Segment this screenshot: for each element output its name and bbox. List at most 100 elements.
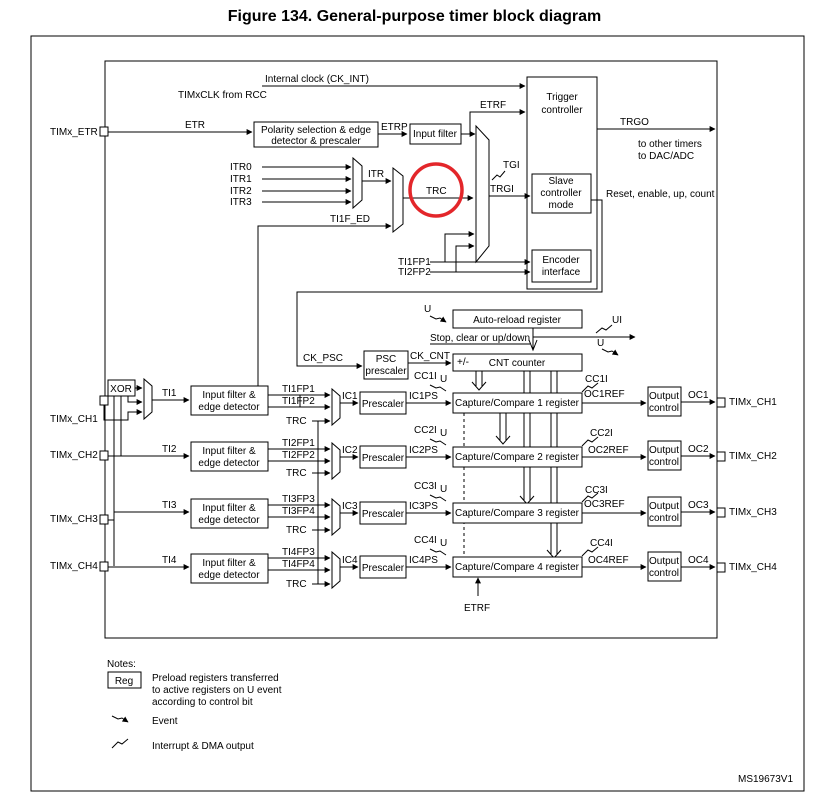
ck-psc-line bbox=[296, 199, 603, 369]
u4-label: U bbox=[440, 538, 447, 549]
trc-ch4-label: TRC bbox=[286, 579, 307, 590]
itr3-label: ITR3 bbox=[230, 197, 252, 208]
input-filter-ch1-label-1: Input filter & bbox=[202, 390, 256, 401]
itr0-label: ITR0 bbox=[230, 162, 252, 173]
cc1i-out-label: CC1I bbox=[585, 374, 608, 385]
channel-3: TIMx_CH3 TI3 Input filter & edge detecto… bbox=[50, 481, 777, 537]
ti3fp4-ch-label: TI3FP4 bbox=[282, 506, 315, 517]
pin-ch2-label: TIMx_CH2 bbox=[50, 450, 98, 461]
ui-interrupt-icon bbox=[595, 324, 613, 334]
input-filter-ch4-label-1: Input filter & bbox=[202, 558, 256, 569]
ti3-label: TI3 bbox=[162, 500, 177, 511]
output-control-ch4-label-1: Output bbox=[649, 556, 679, 567]
output-control-ch2 bbox=[647, 440, 682, 471]
pin-ch3-out-label: TIMx_CH3 bbox=[729, 507, 777, 518]
trgo-dest-1: to other timers bbox=[638, 139, 702, 150]
input-filter-ch3-label-1: Input filter & bbox=[202, 503, 256, 514]
input-filter-ch1 bbox=[190, 385, 269, 416]
oc1-label: OC1 bbox=[688, 390, 709, 401]
trc-mux bbox=[392, 166, 404, 234]
prescaler-ch2-label: Prescaler bbox=[362, 453, 405, 464]
encoder-label-1: Encoder bbox=[542, 255, 580, 266]
slave-controller-box bbox=[531, 173, 592, 214]
pin-ch4-label: TIMx_CH4 bbox=[50, 561, 98, 572]
cc3i-in-label: CC3I bbox=[414, 481, 437, 492]
polarity-box bbox=[253, 121, 379, 148]
etrf-line bbox=[461, 109, 526, 135]
tgi-arrow-icon bbox=[491, 170, 506, 181]
etrf-bottom-label: ETRF bbox=[464, 603, 490, 614]
trc-ch1-label: TRC bbox=[286, 416, 307, 427]
itr-inputs bbox=[262, 164, 352, 205]
input-filter-ch4-label-2: edge detector bbox=[198, 570, 260, 581]
ccr2-label: Capture/Compare 2 register bbox=[455, 452, 580, 463]
ic1-mux bbox=[331, 387, 341, 427]
pin-ch4 bbox=[99, 561, 109, 572]
trgi-label: TRGI bbox=[490, 184, 514, 195]
input-filter-ch2-label-2: edge detector bbox=[198, 458, 260, 469]
ti2fp1-ch-label: TI2FP1 bbox=[282, 438, 315, 449]
pin-etr-label: TIMx_ETR bbox=[50, 127, 98, 138]
ic4-mux bbox=[331, 550, 341, 590]
ccr1-label: Capture/Compare 1 register bbox=[455, 398, 580, 409]
reg-desc-3: according to control bit bbox=[152, 697, 253, 708]
timer-frame bbox=[104, 60, 718, 639]
polarity-label-2: detector & prescaler bbox=[271, 136, 361, 147]
ti2-label: TI2 bbox=[162, 444, 177, 455]
ic2-mux bbox=[331, 441, 341, 481]
cc1i-in-label: CC1I bbox=[414, 371, 437, 382]
reset-label: Reset, enable, up, count bbox=[606, 189, 715, 200]
psc-prescaler-box bbox=[363, 350, 409, 380]
polarity-label-1: Polarity selection & edge bbox=[261, 125, 372, 136]
tgi-label: TGI bbox=[503, 160, 520, 171]
channel-2: TIMx_CH2 TI2 Input filter & edge detecto… bbox=[50, 425, 777, 481]
cc4i-out-label: CC4I bbox=[590, 538, 613, 549]
event-legend-label: Event bbox=[152, 716, 178, 727]
interrupt-legend-label: Interrupt & DMA output bbox=[152, 741, 254, 752]
pin-ch1-out-label: TIMx_CH1 bbox=[729, 397, 777, 408]
output-control-ch3-label-2: control bbox=[649, 513, 679, 524]
output-control-ch1-label-2: control bbox=[649, 403, 679, 414]
ti1-mux bbox=[143, 377, 153, 421]
trgo-label: TRGO bbox=[620, 117, 649, 128]
channel-4: TIMx_CH4 TI4 Input filter & edge detecto… bbox=[50, 535, 777, 590]
cnt-pm-label: +/- bbox=[457, 357, 469, 368]
oc3ref-label: OC3REF bbox=[584, 499, 625, 510]
psc-label-2: prescaler bbox=[365, 366, 407, 377]
trc-ch2-label: TRC bbox=[286, 468, 307, 479]
ic2-label: IC2 bbox=[342, 445, 358, 456]
output-control-ch4 bbox=[647, 551, 682, 582]
ti4fp3-ch-label: TI4FP3 bbox=[282, 547, 315, 558]
ti1fp2-ch-label: TI1FP2 bbox=[282, 396, 315, 407]
pin-ch2 bbox=[99, 450, 109, 461]
ti4fp4-ch-label: TI4FP4 bbox=[282, 559, 315, 570]
ti1fp1-ch-label: TI1FP1 bbox=[282, 384, 315, 395]
trc-label: TRC bbox=[426, 186, 447, 197]
input-filter-ch3-label-2: edge detector bbox=[198, 515, 260, 526]
pin-ch3-label: TIMx_CH3 bbox=[50, 514, 98, 525]
ic1ps-label: IC1PS bbox=[409, 391, 438, 402]
ck-cnt-label: CK_CNT bbox=[410, 351, 450, 362]
outer-frame bbox=[30, 35, 805, 792]
oc1ref-label: OC1REF bbox=[584, 389, 625, 400]
ti2fp2-to-mux bbox=[455, 243, 475, 272]
auto-reload-label: Auto-reload register bbox=[473, 315, 561, 326]
interrupt-legend-icon bbox=[111, 738, 129, 749]
reg-desc-2: to active registers on U event bbox=[152, 685, 282, 696]
auto-reload-box bbox=[452, 309, 583, 329]
ic2ps-label: IC2PS bbox=[409, 445, 438, 456]
encoder-interface-box bbox=[531, 249, 592, 283]
oc4-label: OC4 bbox=[688, 555, 709, 566]
etrf-label: ETRF bbox=[480, 100, 506, 111]
pin-etr bbox=[99, 126, 109, 137]
stop-label: Stop, clear or up/down bbox=[430, 333, 530, 344]
prescaler-ch1-label: Prescaler bbox=[362, 399, 405, 410]
trc-highlight-circle bbox=[408, 162, 464, 218]
reg-legend-box bbox=[107, 671, 142, 689]
input-filter-ch3 bbox=[190, 498, 269, 529]
pin-ch3 bbox=[99, 514, 109, 525]
output-control-ch3 bbox=[647, 496, 682, 527]
itr2-label: ITR2 bbox=[230, 186, 252, 197]
ti1fp1-to-mux bbox=[444, 231, 475, 262]
